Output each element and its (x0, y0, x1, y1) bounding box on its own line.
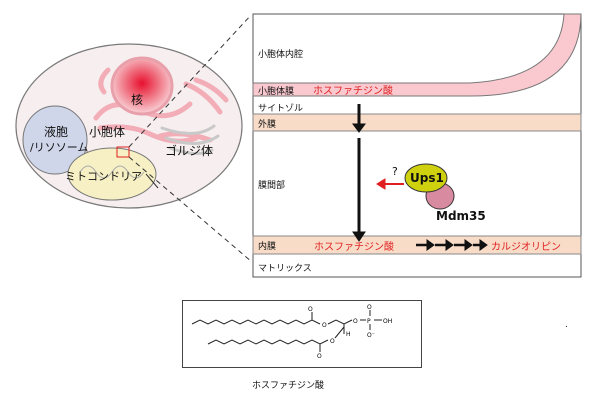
er-membrane-curve (252, 13, 582, 97)
matrix-label: マトリックス (258, 264, 312, 274)
svg-text:O: O (308, 306, 313, 313)
inner-membrane-label: 内膜 (258, 242, 277, 252)
svg-text:O: O (330, 338, 335, 345)
cytosol-label: サイトゾル (258, 104, 304, 114)
nucleus-label: 核 (131, 93, 144, 107)
conversion-arrows (416, 239, 488, 251)
zoom-region-box (116, 146, 130, 158)
svg-text:O: O (317, 353, 322, 360)
phosphatidic-acid-structure: O O O P O OH O⁻ H O O (182, 300, 422, 368)
mdm35-label: Mdm35 (436, 209, 486, 223)
cell-diagram (15, 15, 250, 261)
red-arrow (376, 178, 404, 190)
stray-dot: . (565, 320, 568, 330)
golgi-label: ゴルジ体 (165, 144, 214, 158)
svg-text:P: P (367, 318, 371, 325)
mitochondrion-cristae (79, 165, 145, 179)
svg-text:O: O (322, 322, 327, 329)
question-mark: ? (392, 165, 398, 178)
structure-caption: ホスファチジン酸 (252, 381, 325, 391)
mitochondria-label: ミトコンドリア (65, 170, 142, 183)
pa-bottom-label: ホスファチジン酸 (314, 242, 394, 253)
transport-arrow-1 (352, 104, 366, 133)
vacuole-label-line1: 液胞 (44, 125, 69, 139)
svg-text:O⁻: O⁻ (367, 332, 375, 339)
outer-membrane-band (252, 113, 582, 132)
svg-text:O: O (367, 304, 372, 311)
vacuole-label-line2: /リソソーム (30, 141, 89, 154)
er-label: 小胞体 (89, 125, 126, 139)
golgi (160, 124, 220, 155)
transport-arrow-2 (352, 138, 366, 242)
zoom-line-top (128, 15, 250, 148)
intermembrane-label: 膜間部 (258, 181, 286, 191)
svg-text:OH: OH (383, 318, 392, 325)
nucleus (110, 56, 174, 116)
mitochondrion (67, 147, 157, 201)
pa-top-label: ホスファチジン酸 (313, 86, 393, 97)
svg-text:O: O (353, 318, 358, 325)
er-lumen-label: 小胞体内腔 (258, 50, 304, 60)
ups1-label: Ups1 (410, 171, 444, 185)
zoom-panel (252, 13, 582, 278)
cardiolipin-label: カルジオリピン (491, 242, 561, 253)
outer-membrane-label: 外膜 (258, 120, 277, 130)
vacuole (22, 105, 88, 175)
er-membrane-label: 小胞体膜 (258, 87, 295, 97)
svg-text:H: H (346, 331, 351, 338)
ups1-protein (404, 163, 448, 193)
